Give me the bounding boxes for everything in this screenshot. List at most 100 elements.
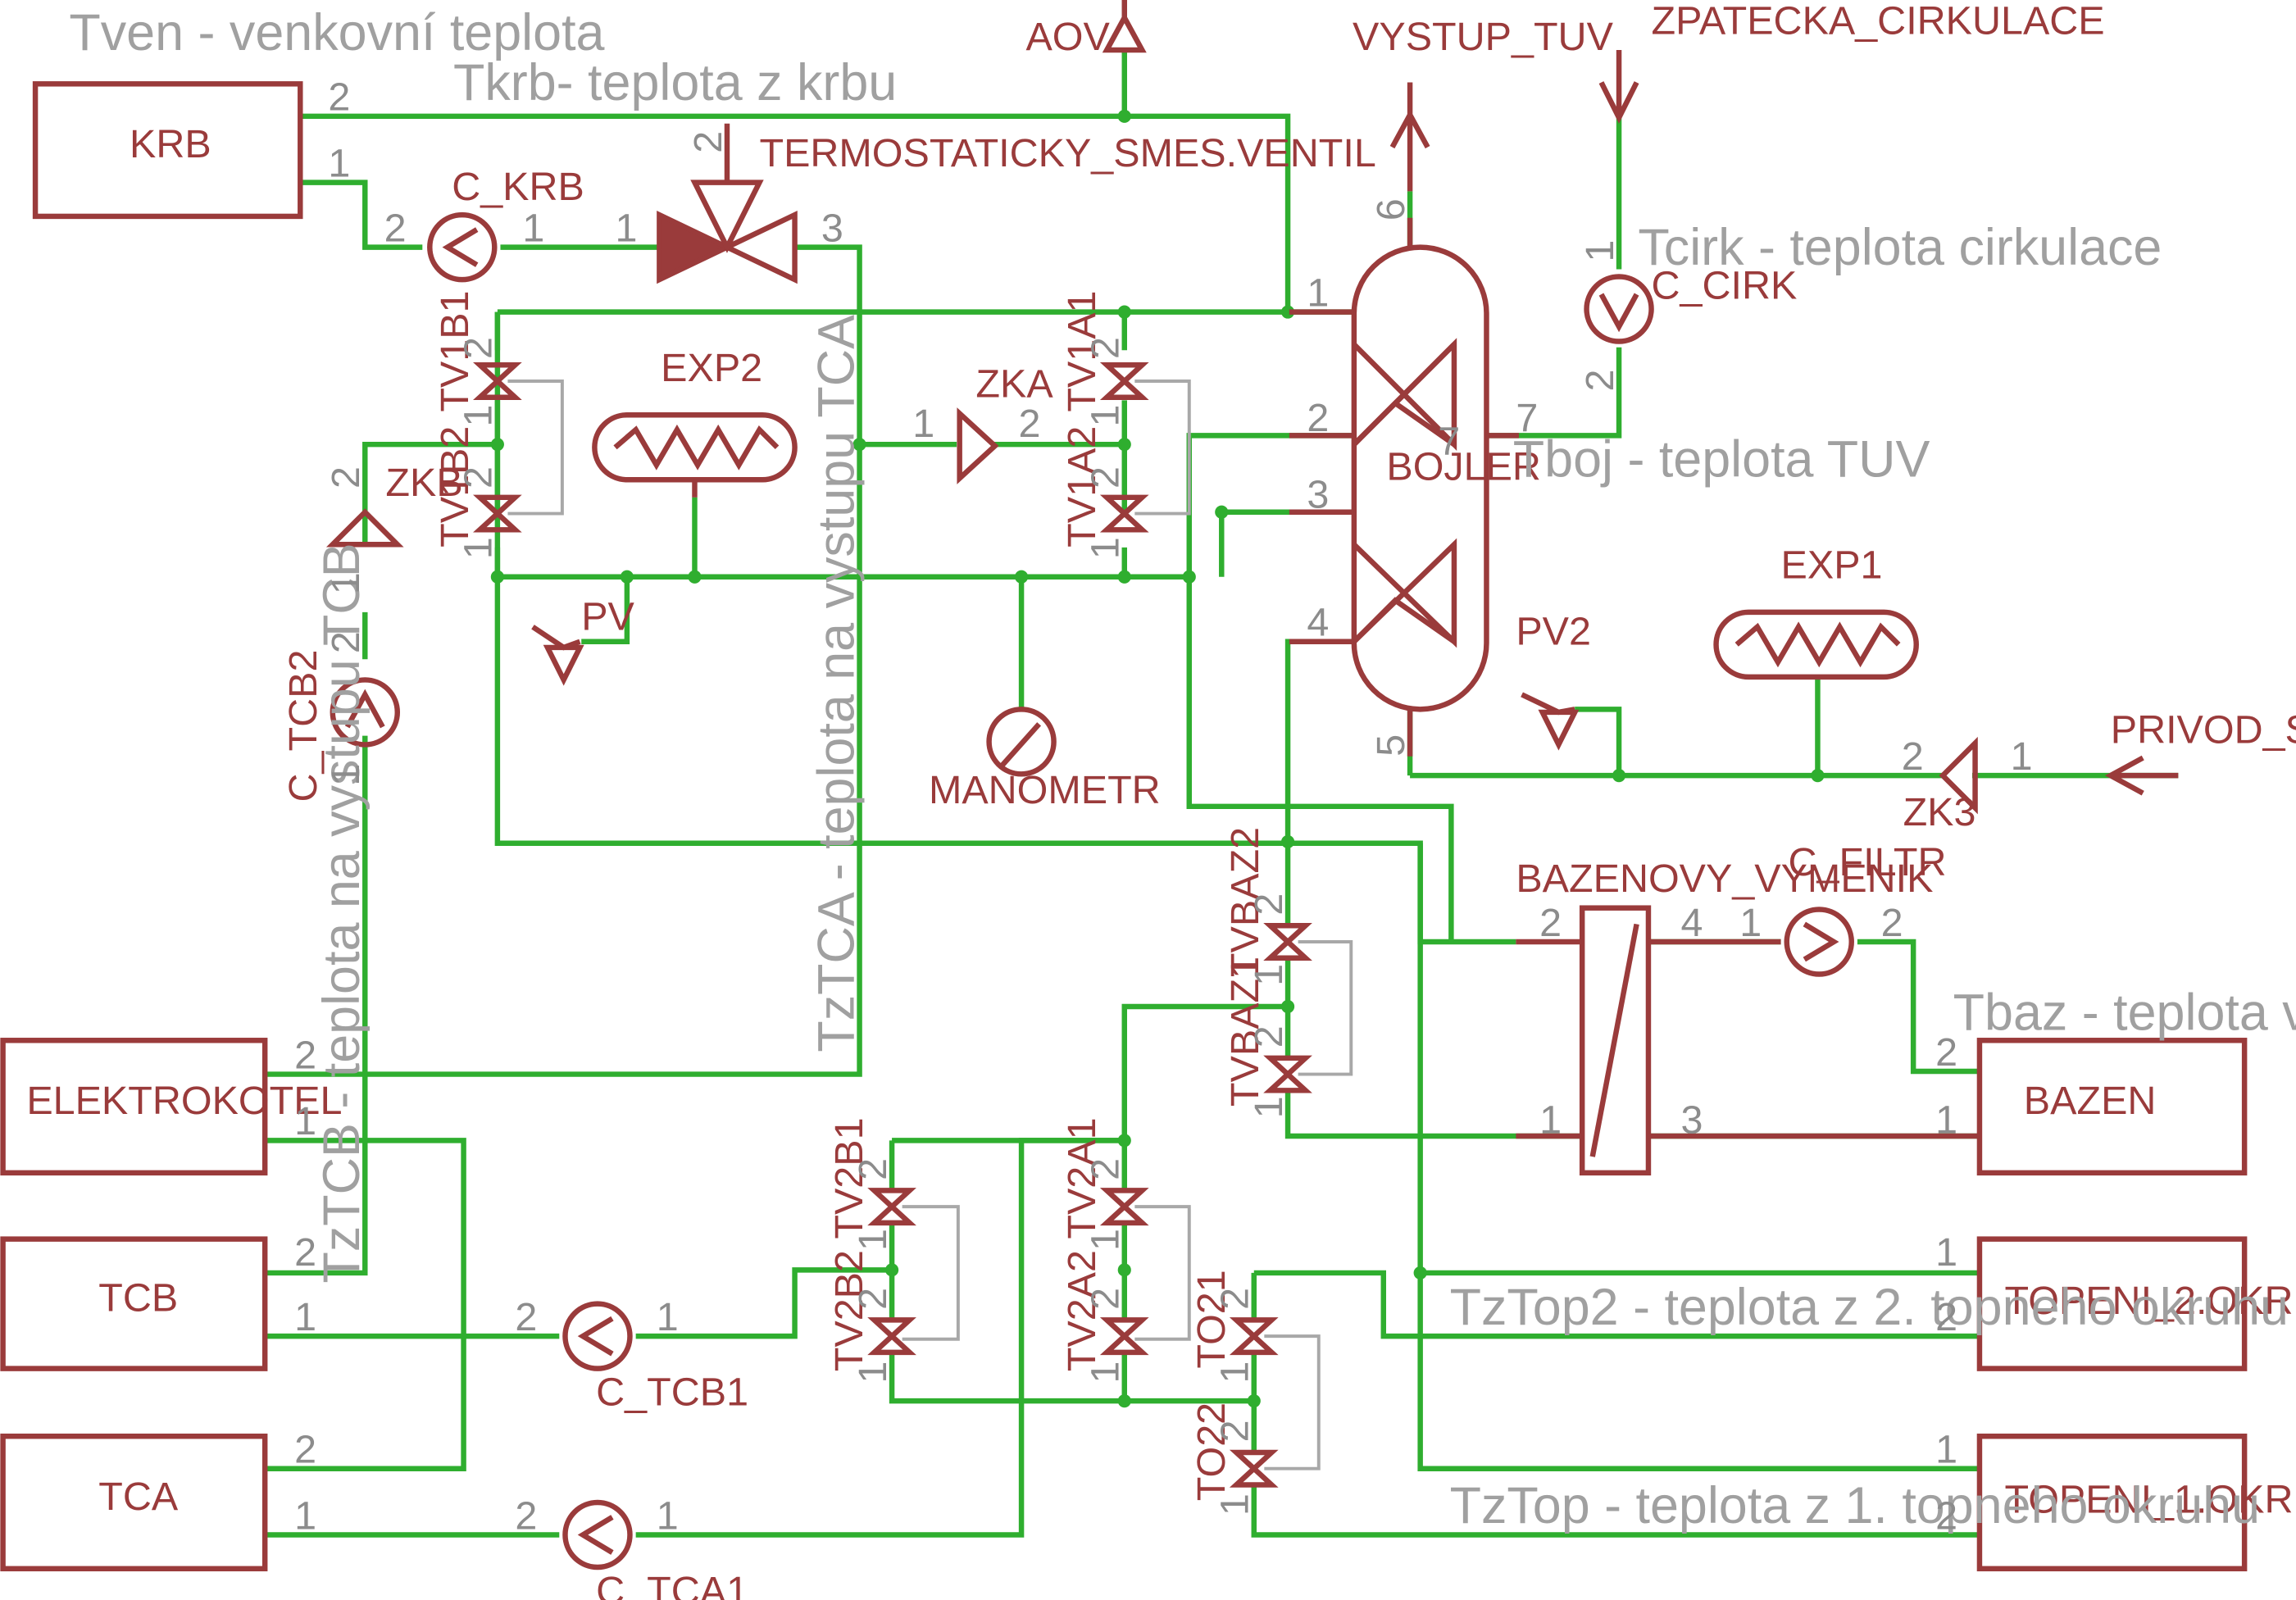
pin-label: 7	[1516, 396, 1538, 440]
pump-c-tcb1	[562, 1301, 633, 1371]
note-tven: Tven - venkovní teplota	[69, 4, 604, 61]
pv2-label: PV2	[1516, 609, 1591, 653]
pin-label: 1	[912, 402, 934, 446]
pump-c-tca1	[562, 1499, 633, 1570]
pin-label: 1	[328, 141, 350, 185]
tv1a1-label: TV1A1	[1060, 291, 1104, 412]
to21-label: TO21	[1189, 1270, 1234, 1368]
tv1b1-label: TV1B1	[433, 291, 477, 412]
pin-label: 3	[821, 206, 843, 250]
topeni1-box	[1976, 1433, 2248, 1572]
pin-label: 1	[2011, 734, 2033, 779]
check-valve-zk3	[1939, 736, 1978, 815]
pin-label: 2	[324, 466, 368, 489]
pin-label: 2	[1935, 1295, 1957, 1339]
note-tztca: TzTCA - teplota na vystupu TCA	[807, 315, 865, 1052]
pin-label: 2	[457, 466, 501, 489]
vystup-tuv-label: VYSTUP_TUV	[1353, 15, 1614, 59]
topeni2-box	[1976, 1236, 2248, 1371]
check-valve-zka	[957, 407, 999, 484]
check-valve-zkb	[325, 508, 404, 548]
manometer-gauge	[986, 707, 1057, 777]
note-tztop: TzTop - teplota z 1. topneho okruhu	[1450, 1477, 2260, 1534]
pin-label: 2	[294, 1428, 316, 1472]
tv2b1-label: TV2B1	[827, 1117, 871, 1239]
pin-label: 1	[324, 572, 368, 594]
elektrokotel-box	[0, 1038, 268, 1176]
pin-label: 1	[1935, 1428, 1957, 1472]
valve-tvbaz2	[1263, 923, 1312, 961]
valve-tv2b2	[867, 1317, 916, 1356]
bazenovy-label: BAZENOVY_VYMENIK	[1516, 857, 1933, 901]
c-krb-label: C_KRB	[452, 165, 584, 209]
aov-arrow	[1102, 0, 1147, 53]
pin-label: 2	[1247, 1025, 1291, 1048]
pin-label: 1	[1247, 964, 1291, 986]
zka-label: ZKA	[975, 362, 1053, 407]
pump-c-filtr	[1784, 907, 1854, 977]
pin-label: 7	[1438, 420, 1460, 464]
note-tbaz: Tbaz - teplota v bazenu	[1953, 984, 2296, 1042]
valve-to22	[1229, 1449, 1279, 1488]
pin-label: 1	[457, 537, 501, 559]
pin-label: 2	[1084, 337, 1128, 359]
pin-label: 1	[657, 1295, 679, 1339]
pin-numbers: 2 1 2 1 1 3 2 1 2 3 4 7 7 6 5 1 2 1 2 2 …	[294, 75, 2033, 1539]
pin-label: 1	[522, 206, 544, 250]
bojler	[1289, 217, 1519, 757]
zpatecka-arrow	[1598, 50, 1639, 124]
tvbaz2-label: TVBAZ2	[1223, 827, 1267, 977]
topeni1-label: TOPENI_1.OKRUH	[2004, 1478, 2296, 1522]
valve-tvbaz1	[1263, 1055, 1312, 1093]
valve-links	[507, 380, 1353, 1470]
safety-valve-pv2	[1521, 692, 1580, 751]
pin-label: 1	[1539, 1098, 1562, 1142]
pump-c-tcb2	[330, 677, 401, 748]
pin-label: 2	[851, 1288, 895, 1310]
expansion-vessel-exp1	[1713, 609, 1919, 680]
tcb-label: TCB	[98, 1276, 178, 1320]
valve-tv1b2	[473, 494, 522, 533]
note-tztcb: TzTCB - teplota na vystupu TCB	[313, 543, 371, 1283]
pin-label: 2	[328, 75, 350, 120]
pin-label: 4	[1307, 601, 1329, 645]
tca-box	[0, 1433, 268, 1572]
valve-tv1a2	[1099, 494, 1149, 533]
pin-label: 1	[1739, 901, 1762, 945]
krb-label: KRB	[130, 122, 211, 166]
mixing-valve	[657, 123, 798, 284]
zk3-label: ZK3	[1903, 790, 1976, 834]
vystup-tuv-arrow	[1389, 82, 1430, 192]
pin-label: 1	[1935, 1230, 1957, 1275]
pin-label: 1	[1084, 1229, 1128, 1251]
tca-label: TCA	[98, 1475, 179, 1519]
pin-label: 2	[851, 1158, 895, 1180]
krb-box	[32, 81, 303, 220]
pin-label: 3	[1680, 1098, 1703, 1142]
privod-label: PRIVOD_SUV	[2111, 708, 2296, 752]
valve-tv2b1	[867, 1188, 916, 1226]
pin-label: 1	[616, 206, 638, 250]
valve-tv1b1	[473, 362, 522, 400]
pin-label: 1	[1935, 1098, 1957, 1142]
pin-label: 1	[457, 405, 501, 427]
pump-c-cirk	[1584, 274, 1654, 344]
pin-label: 1	[851, 1361, 895, 1384]
valve-tv1a1	[1099, 362, 1149, 400]
pin-label: 2	[1247, 893, 1291, 916]
pin-label: 2	[1084, 1288, 1128, 1310]
pump-c-krb	[427, 211, 498, 283]
bojler-label: BOJLER	[1386, 444, 1541, 489]
pin-label: 4	[1680, 901, 1703, 945]
c-filtr-label: C_FILTR	[1789, 840, 1947, 884]
expansion-vessel-exp2	[592, 412, 798, 498]
pin-label: 2	[1084, 1158, 1128, 1180]
pin-label: 2	[1539, 901, 1562, 945]
tcb-box	[0, 1236, 268, 1371]
topeni2-label: TOPENI_2.OKRUH	[2004, 1279, 2296, 1323]
note-tztop2: TzTop2 - teplota z 2. topneho okruhu	[1450, 1279, 2289, 1336]
pin-label: 2	[384, 206, 407, 250]
tv1b2-label: TV1B2	[433, 426, 477, 548]
pin-label: 3	[1307, 472, 1329, 516]
